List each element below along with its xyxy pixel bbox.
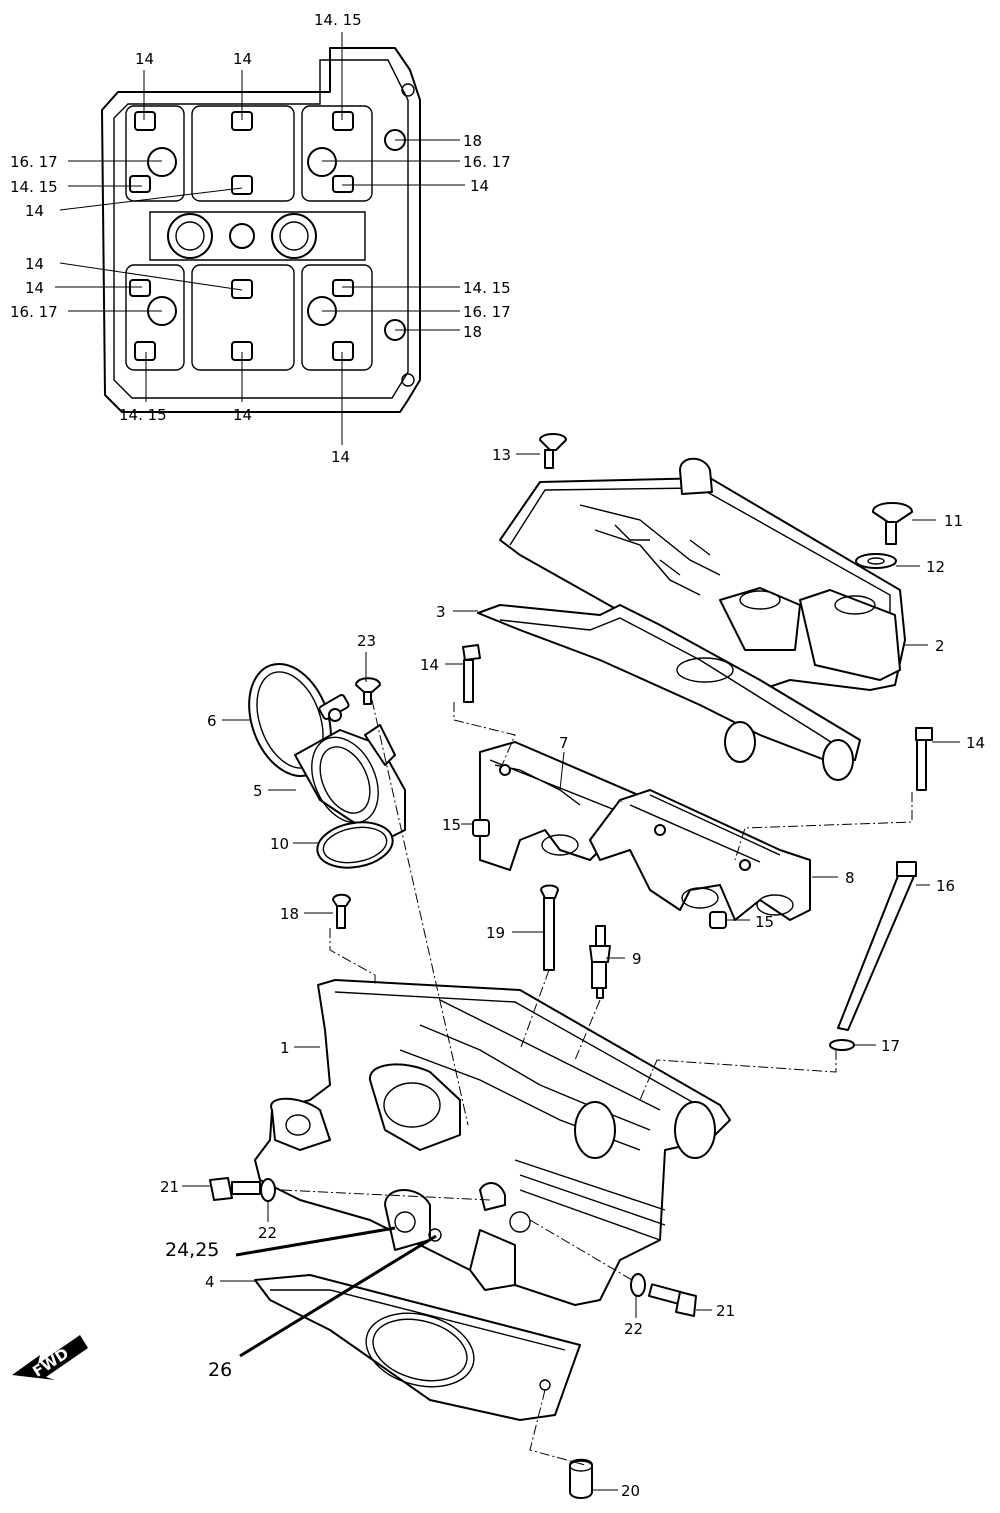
bolt-21-right: [647, 1283, 697, 1317]
label-part-11: 11: [944, 512, 963, 530]
label-top-14-a: 14: [135, 50, 154, 68]
label-part-1: 1: [280, 1039, 290, 1057]
label-right-16-17-b: 16. 17: [463, 303, 511, 321]
assembly-center-lines: [281, 699, 913, 1466]
part-number-labels: 14 14 14. 15 16. 17 14. 15 14 14 14 16. …: [10, 11, 985, 1500]
label-part-3: 3: [436, 603, 446, 621]
label-part-9: 9: [632, 950, 642, 968]
label-part-10: 10: [270, 835, 289, 853]
label-part-14-left: 14: [420, 656, 439, 674]
label-part-18: 18: [280, 905, 299, 923]
label-left-16-17-b: 16. 17: [10, 303, 58, 321]
bolt-19: [540, 884, 559, 971]
label-bottom-14-15: 14. 15: [119, 406, 167, 424]
label-part-7: 7: [559, 734, 569, 752]
label-right-14-a: 14: [470, 177, 489, 195]
cylinder-head-top-view: [101, 47, 421, 413]
label-part-23: 23: [357, 632, 376, 650]
label-part-13: 13: [492, 446, 511, 464]
label-part-6: 6: [207, 712, 217, 730]
fwd-arrow: FWD: [12, 1335, 88, 1381]
label-top-14-15: 14. 15: [314, 11, 362, 29]
label-right-16-17-a: 16. 17: [463, 153, 511, 171]
label-right-14-15-b: 14. 15: [463, 279, 511, 297]
label-part-14-right: 14: [966, 734, 985, 752]
camshaft-holder-8: [589, 789, 811, 921]
label-right-18-a: 18: [463, 132, 482, 150]
label-bottom-14-a: 14: [233, 406, 252, 424]
cylinder-head: [254, 979, 731, 1306]
label-part-16: 16: [936, 877, 955, 895]
label-part-8: 8: [845, 869, 855, 887]
bolt-14-left: [462, 644, 481, 703]
spark-plug-9: [589, 925, 611, 999]
label-left-16-17-a: 16. 17: [10, 153, 58, 171]
bolt-11: [872, 502, 913, 545]
washer-12: [855, 553, 897, 569]
bolt-16-long: [837, 861, 917, 1031]
screw-23: [355, 677, 381, 705]
label-part-15-right: 15: [755, 913, 774, 931]
cover-gasket: [477, 604, 861, 781]
cylinder-head-cover: [499, 457, 906, 691]
label-right-18-b: 18: [463, 323, 482, 341]
fwd-label: FWD: [29, 1344, 72, 1380]
dowel-15-right: [709, 911, 727, 929]
label-left-14-15-a: 14. 15: [10, 178, 58, 196]
label-part-15-left: 15: [442, 816, 461, 834]
label-part-17: 17: [881, 1037, 900, 1055]
label-part-4: 4: [205, 1273, 215, 1291]
label-left-14-c: 14: [25, 279, 44, 297]
label-top-14-b: 14: [233, 50, 252, 68]
cylinder-head-gasket: [254, 1274, 581, 1421]
callout-leaders: [182, 453, 960, 1491]
label-left-14-b: 14: [25, 255, 44, 273]
label-bottom-14-b: 14: [331, 448, 350, 466]
label-part-20: 20: [621, 1482, 640, 1500]
washer-17: [829, 1039, 855, 1051]
bolt-14-right: [915, 727, 933, 791]
intake-insulator: [294, 724, 406, 841]
top-view-leaders: [55, 32, 465, 445]
washer-22-right: [630, 1273, 646, 1297]
dowel-15-left: [472, 819, 490, 837]
label-part-21-left: 21: [160, 1178, 179, 1196]
label-part-22-left: 22: [258, 1224, 277, 1242]
label-part-22-right: 22: [624, 1320, 643, 1338]
label-part-21-right: 21: [716, 1302, 735, 1320]
bolt-18: [332, 893, 351, 929]
o-ring: [316, 821, 394, 869]
label-part-19: 19: [486, 924, 505, 942]
label-part-2: 2: [935, 637, 945, 655]
label-left-14-a: 14: [25, 202, 44, 220]
label-part-12: 12: [926, 558, 945, 576]
bolt-13: [539, 433, 567, 469]
dowel-20: [569, 1458, 593, 1499]
bolt-21-left: [209, 1177, 261, 1201]
label-part-5: 5: [253, 782, 263, 800]
washer-22-left: [260, 1178, 276, 1202]
label-part-26: 26: [208, 1359, 232, 1381]
label-part-24-25: 24,25: [165, 1239, 219, 1261]
